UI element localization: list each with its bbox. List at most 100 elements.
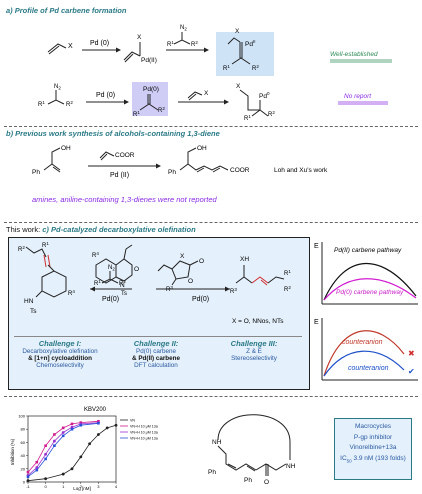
pd-ii-pathway-label: Pd(II) carbene pathway [334,247,402,254]
data-point [70,427,74,431]
macrocycle-ring [217,414,291,460]
b-not-reported-note: amines, aniline-containing 1,3-dienes we… [32,195,218,204]
data-point [79,455,83,459]
oh-label-2: OH [197,145,207,152]
macro-nh-top: NH [212,439,222,446]
inset-chart: KBV200 Inhibition (%) Log [nM] 100806040… [10,407,158,491]
r1-label-3: R1 [38,100,45,108]
challenge-1: Challenge I: Decarboxylative olefination… [12,339,108,369]
challenge-1-line2: & [1+n] cycloaddition [28,355,92,362]
energy-diagram-top: E Pd(II) carbene pathway Pd(0) carbene p… [314,242,418,305]
challenge-3-head: Challenge III: [230,339,278,348]
info-line-3: Vinorelbine+13a [349,444,397,451]
legend-entry: VN+H 10 μM 13a [130,437,158,441]
r1-label-6: R1 [94,279,101,287]
chart-ylabel: Inhibition (%) [10,438,15,465]
well-established-note: Well-established [330,51,378,58]
pd-0-carbene [139,94,159,111]
divider-a-b [4,126,418,127]
cross-mark-icon: ✖ [408,349,415,358]
y-tick-label: 0 [23,480,26,485]
pd-ii-label: Pd(II) [141,57,157,64]
section-c-scheme: R2 R1 HN Ts R4 N2 R1 R2 Pd(0) R4 N Ts O … [18,241,291,325]
ts-label-1: Ts [30,308,37,315]
macro-nh-bottom: NH [286,463,296,470]
data-point [79,423,83,427]
section-a-title: a) Profile of Pd carbene formation [6,6,127,15]
ph-label-1: Ph [32,169,40,176]
data-point [35,466,39,469]
pd-0-label: Pd(0) [143,86,159,93]
challenge-2: Challenge II: Pd(0) carbene & Pd(II) car… [112,339,200,369]
r3-label-1: R3 [166,285,173,293]
data-point [61,434,65,438]
data-point [61,472,65,476]
r1-label-7: R1 [284,269,291,277]
legend-entry: VN+H 10 μM 13a [130,425,158,429]
data-point [44,457,47,461]
x-label-1: X [68,43,73,50]
section-b-scheme: OH Ph COOR Pd (II) OH Ph COOR Loh and Xu… [32,145,328,204]
section-c-title: This work: c) Pd-catalyzed decarboxylati… [6,225,196,234]
diene-alcohol-product [179,147,229,173]
counteranion-label-2: counteranion [348,365,389,372]
r4-label-2: R4 [92,251,99,259]
data-point [114,423,118,427]
series-line-3 [27,422,99,476]
ester-label-1: COOR [115,152,135,159]
y-tick-label: 60 [21,440,26,445]
x-label-4: X [204,90,209,97]
challenge-3-line2: Stereoselectivity [231,355,277,362]
x-tick-label: 0 [44,484,47,489]
data-point [70,422,74,426]
series-line-2 [27,420,99,473]
series-line-4 [27,422,99,478]
section-a-scheme: X Pd (0) X Pd(II) N2 R1 R2 X PdII R1 R2 … [38,25,392,120]
energy-axis-label-2: E [314,319,319,326]
data-point [61,431,65,434]
r4-label-1: R4 [68,289,75,297]
x-tick-label: 1 [62,484,65,489]
row1-reagent: Pd (0) [90,40,109,47]
macrocycle-chain [217,445,287,476]
x-label-2: X [137,34,142,41]
x-tick-label: 3 [97,484,100,489]
c-r1-label: R1 [42,241,49,249]
y-tick-label: 20 [21,466,26,471]
macro-o-label: O [264,479,269,486]
r2-label-1: R2 [191,40,198,48]
r1-label-4: R1 [133,110,140,118]
data-point [105,426,109,430]
ph-label-2: Ph [168,169,176,176]
loh-xu-credit: Loh and Xu's work [274,167,328,174]
ester-label-2: COOR [230,167,250,174]
r2-label-2: R2 [252,64,259,72]
n2-label-3: N2 [108,265,115,272]
data-point [26,475,30,479]
legend-entry: VN+H 10 μM 13a [130,431,158,435]
challenge-1-head: Challenge I: [38,339,82,348]
data-point [44,452,47,456]
divider-c-d [4,396,418,397]
x-label-3: X [235,28,240,35]
x-label-5: X [236,83,241,90]
energy-diagram-bottom: E counteranion counteranion ✖ ✔ [314,318,418,381]
challenge-divider [14,336,302,337]
x-label-6: X [180,253,185,260]
n2-label-2: N2 [54,84,61,91]
vinyl-x-reactant-2 [187,91,203,101]
palladacyclobutane [239,89,269,117]
data-point [53,444,56,447]
y-tick-label: 40 [21,453,26,458]
r2-label-5: R2 [268,110,275,118]
challenge-2-line1: Pd(0) carbene [136,348,176,355]
r1-label-2: R1 [223,64,230,72]
challenge-3-line1: Z & E [246,348,262,355]
benzoxazinanone [95,244,133,284]
energy-axis-label-1: E [314,243,319,250]
r1-label-1: R1 [167,40,174,48]
info-line-1: Macrocycles [354,423,392,430]
allylic-alcohol [43,147,61,173]
